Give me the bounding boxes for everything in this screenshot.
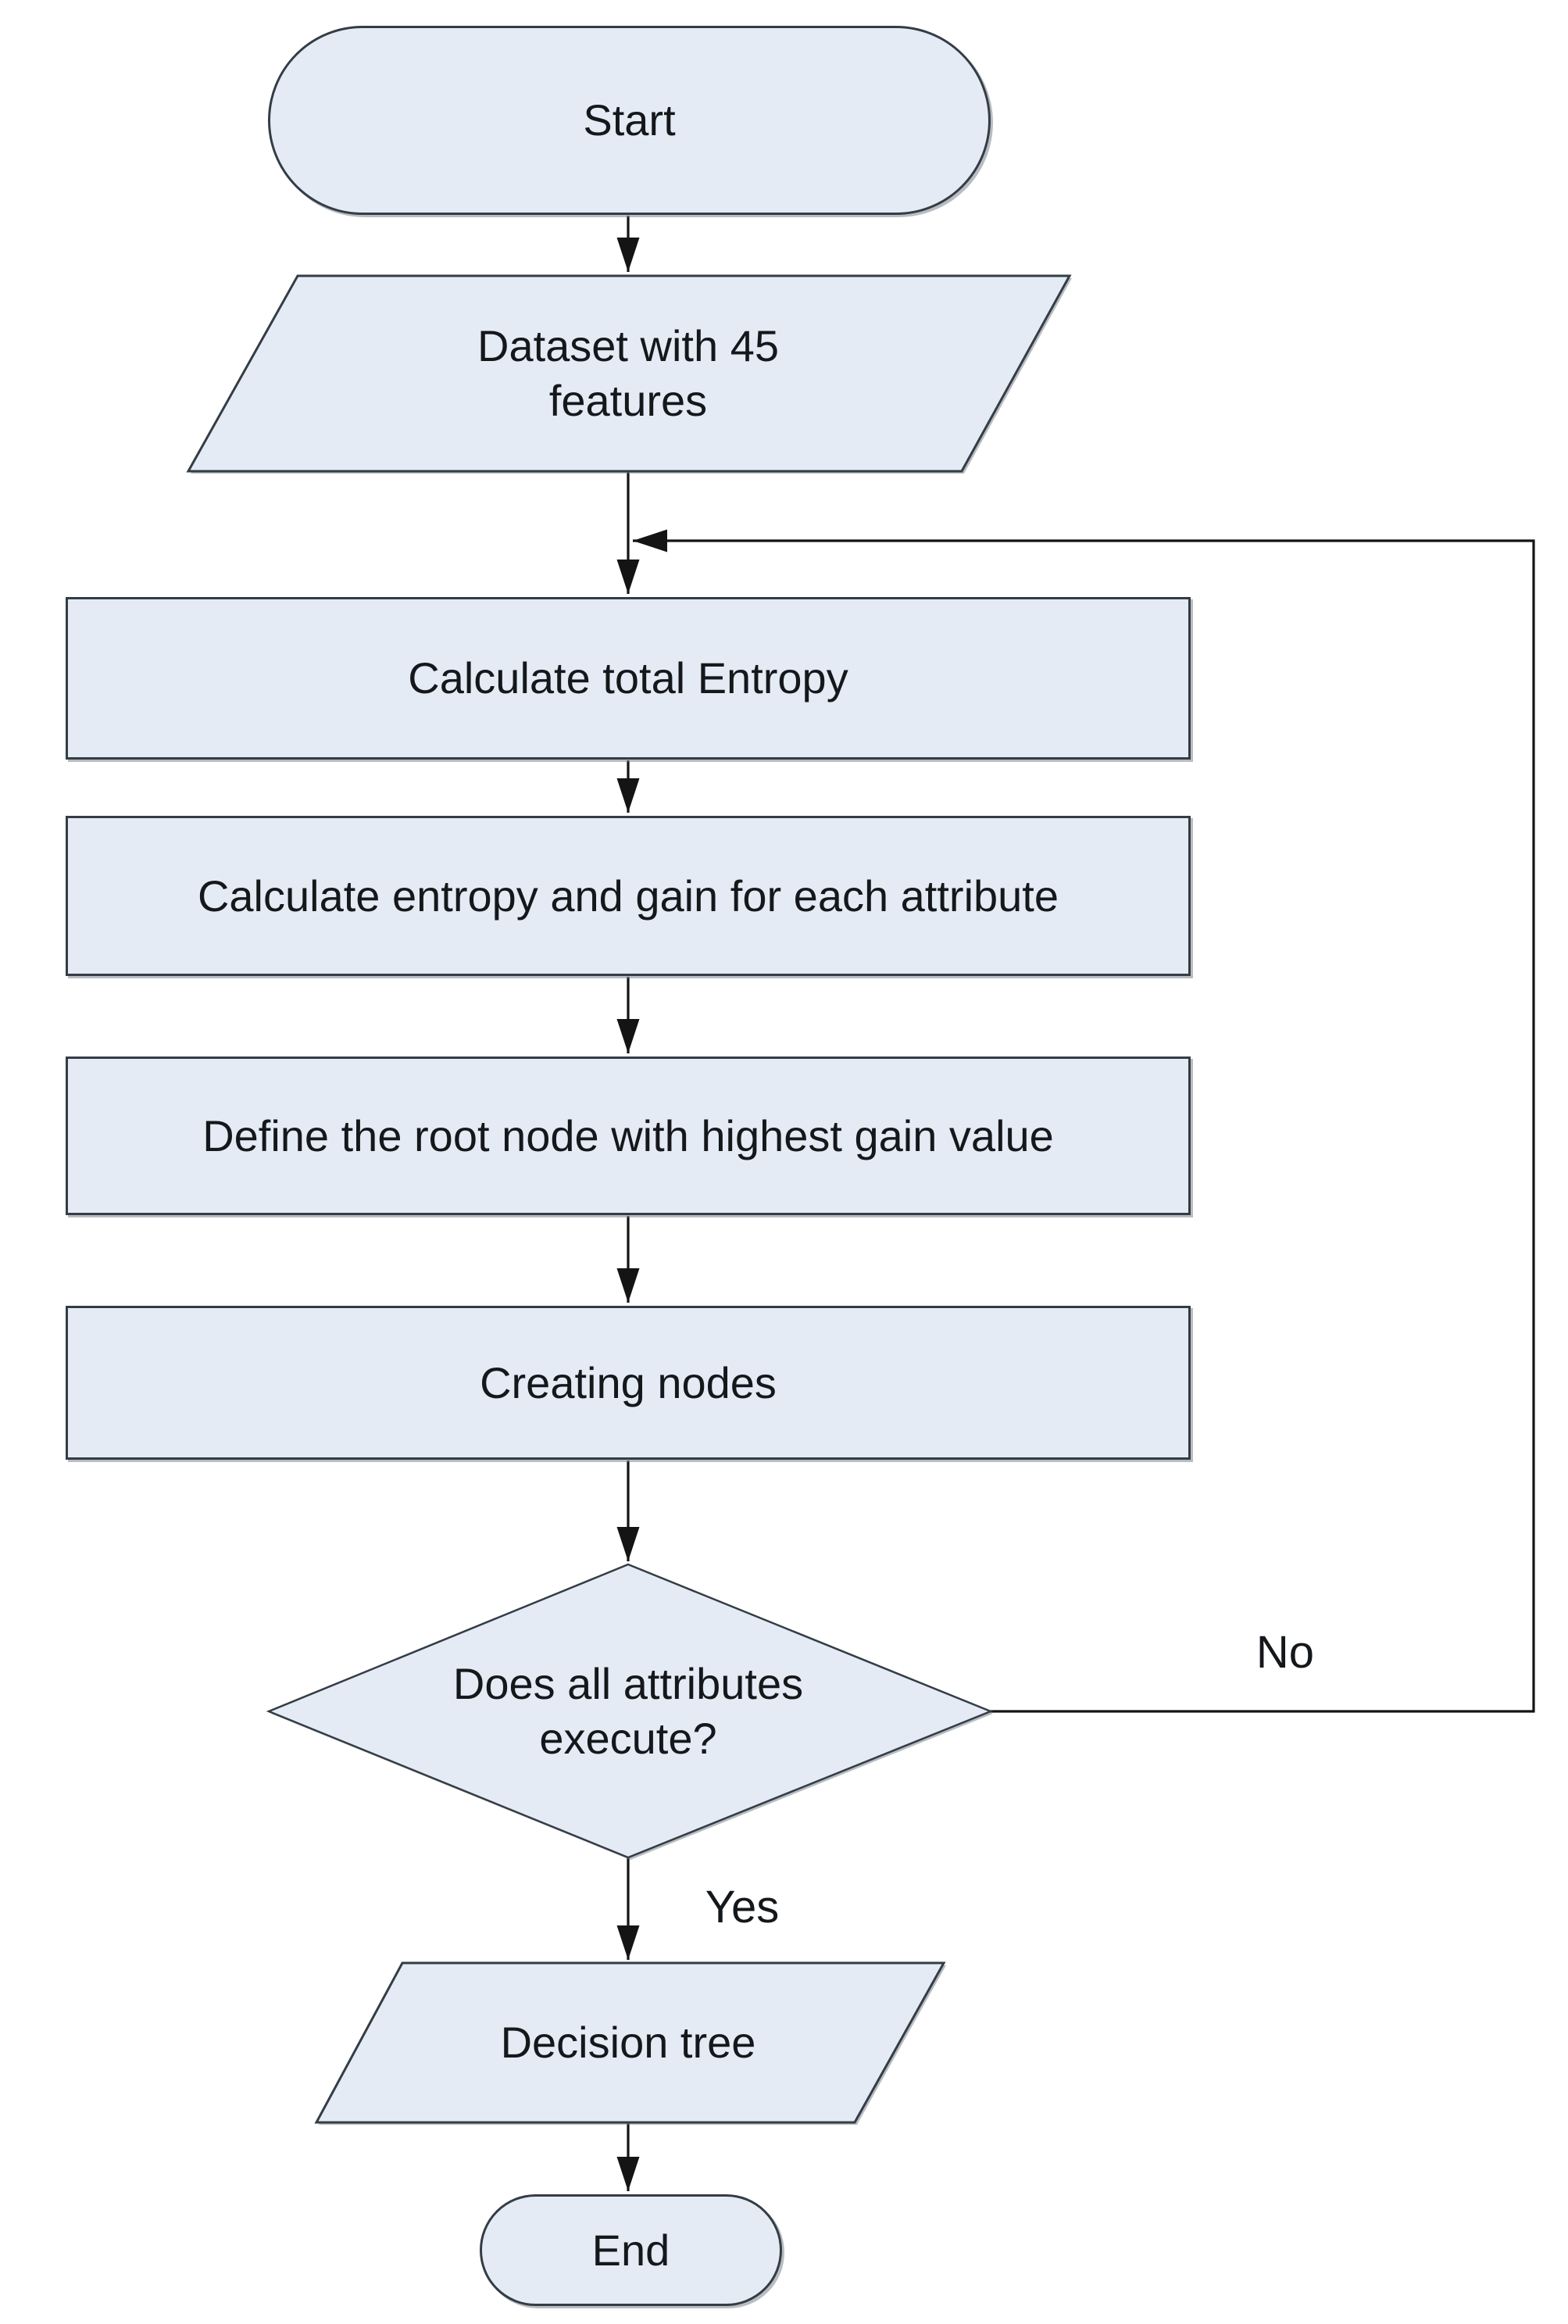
edge-no-feedback-loop [633, 529, 1535, 1713]
node-calc-total-entropy: Calculate total Entropy [66, 597, 1191, 760]
node-calc-entropy-gain-label: Calculate entropy and gain for each attr… [197, 871, 1059, 921]
node-decision-tree-label: Decision tree [500, 2018, 756, 2067]
node-creating-nodes: Creating nodes [66, 1306, 1191, 1460]
node-define-root-node-label: Define the root node with highest gain v… [202, 1110, 1054, 1160]
node-dataset-label: Dataset with 45 features [477, 321, 779, 425]
node-decision-label: Does all attributes execute? [452, 1659, 804, 1763]
node-end: End [480, 2194, 782, 2306]
node-decision-shape [266, 1563, 994, 1859]
node-decision-tree-shape [314, 1961, 946, 2124]
edge-label-yes: Yes [705, 1882, 780, 1932]
edge-label-no: No [1255, 1627, 1315, 1678]
node-start: Start [268, 26, 991, 215]
node-dataset-shape [186, 274, 1072, 473]
node-end-label: End [591, 2225, 670, 2275]
node-creating-nodes-label: Creating nodes [480, 1357, 777, 1407]
node-define-root-node: Define the root node with highest gain v… [66, 1057, 1191, 1215]
node-calc-total-entropy-label: Calculate total Entropy [408, 653, 848, 703]
node-start-label: Start [583, 95, 676, 145]
node-calc-entropy-gain: Calculate entropy and gain for each attr… [66, 816, 1191, 976]
